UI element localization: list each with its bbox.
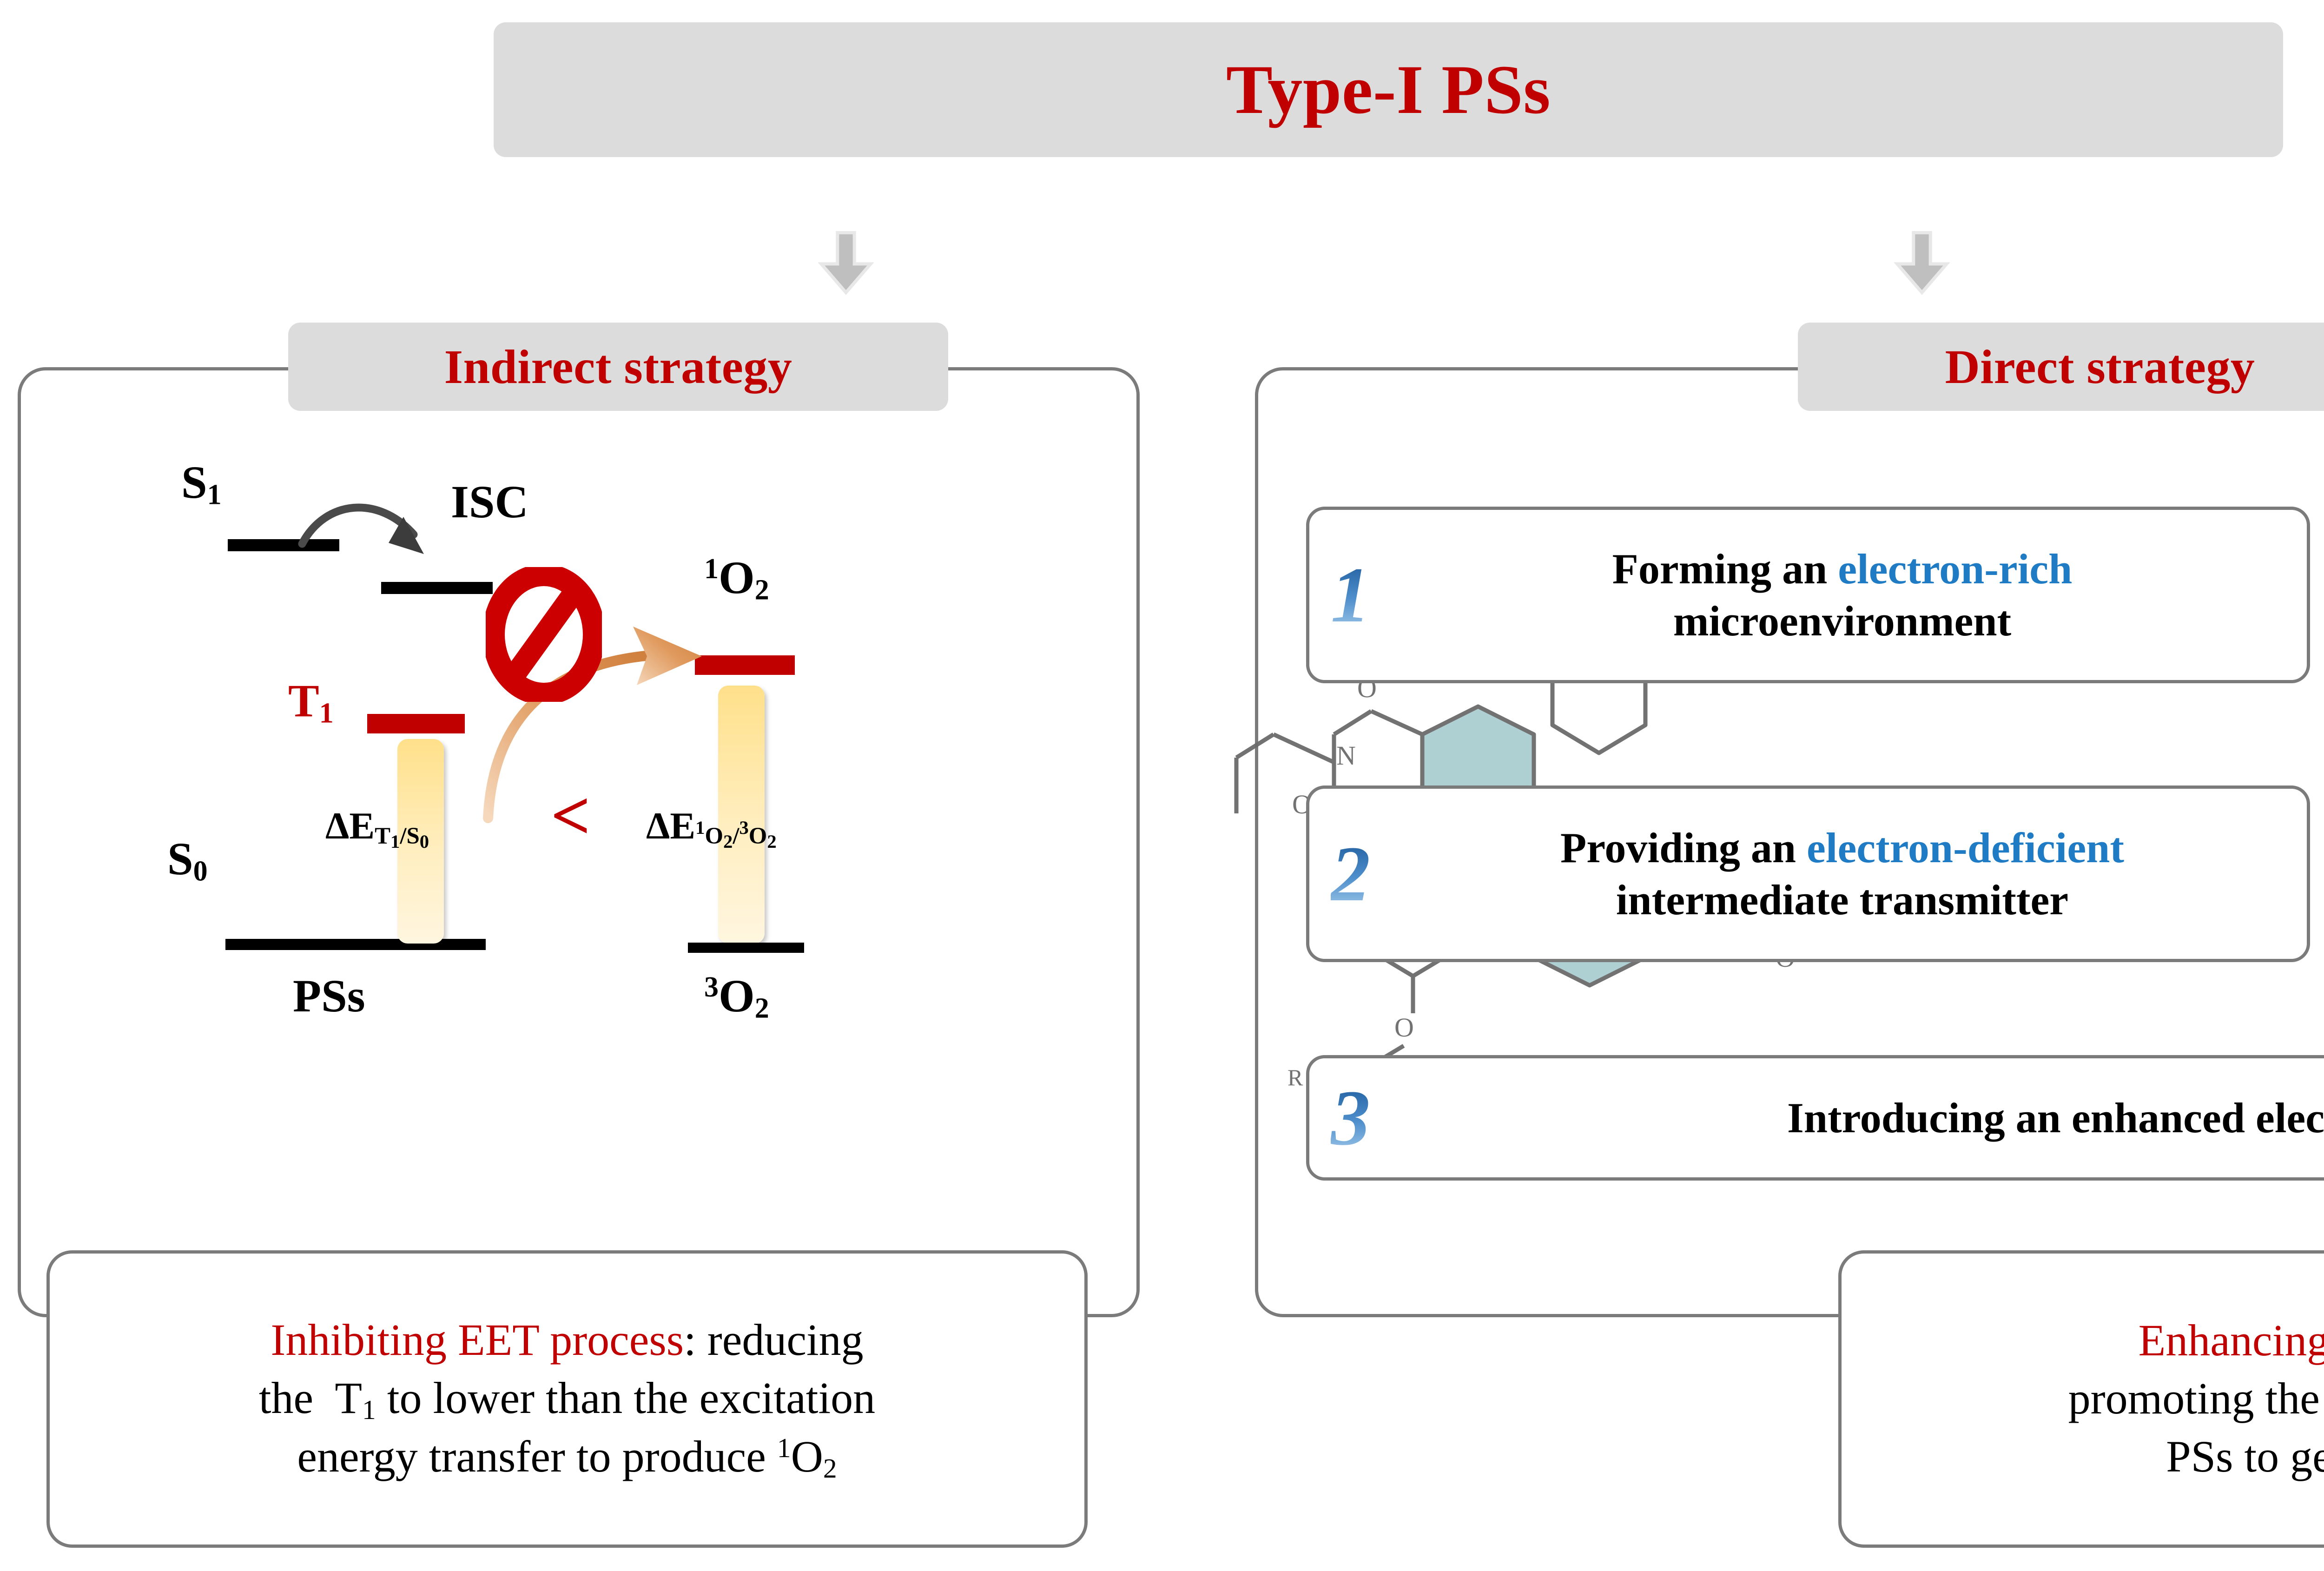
indirect-strategy-header: Indirect strategy [288,323,948,411]
page-title-banner: Type-I PSs [494,22,2283,157]
direct-strategy-caption: Enhancing ET process: promoting the ET e… [1838,1250,2324,1548]
item-2-highlight: electron-deficient [1807,824,2124,871]
indirect-caption-l2a: the T1 to lower than the excitation [258,1373,876,1426]
indirect-caption-l1: : reducing [684,1315,864,1365]
direct-item-1[interactable]: 1 Forming an electron-rich microenvironm… [1306,507,2310,683]
direct-caption-emphasis: Enhancing ET process: [2138,1315,2324,1365]
comparator-less-than: < [551,777,591,854]
direct-caption-text: Enhancing ET process: promoting the ET e… [2068,1312,2324,1486]
item-2-line2: intermediate transmitter [1616,876,2069,924]
level-line-singlet-oxygen [695,655,795,675]
item-1-line2: microenvironment [1673,597,2012,645]
eet-curved-arrow-icon [460,586,748,827]
down-arrow-icon-right [1887,230,1957,295]
direct-caption-l2: promoting the ET efficiency of [2068,1373,2324,1423]
svg-text:O: O [1394,1012,1414,1043]
level-label-singlet-oxygen: 1O2 [704,552,769,606]
energy-gap-bar-oxygen [718,686,765,944]
item-number-2: 2 [1331,830,1370,918]
level-label-t1: T1 [288,675,334,729]
item-text-2: Providing an electron-deficient intermed… [1378,822,2307,926]
direct-strategy-header: Direct strategy [1798,323,2324,411]
direct-strategy-panel [1255,367,2324,1317]
energy-gap-label-oxygen: ΔE1O2/3O2 [646,805,777,852]
indirect-caption-l3: energy transfer to produce 1O2 [297,1432,837,1484]
svg-text:R: R [1287,1064,1303,1090]
axis-label-pss: PSs [293,970,365,1022]
indirect-strategy-caption: Inhibiting EET process: reducing the T1 … [46,1250,1088,1548]
indirect-caption-emphasis: Inhibiting EET process [271,1315,684,1365]
axis-label-triplet-oxygen: 3O2 [704,970,769,1024]
isc-label: ISC [451,476,528,528]
item-number-3: 3 [1331,1074,1370,1162]
item-1-highlight: electron-rich [1838,545,2073,593]
level-label-s0: S0 [167,833,208,887]
direct-item-2[interactable]: 2 Providing an electron-deficient interm… [1306,786,2310,962]
energy-gap-label-t1-s0: ΔET1/S0 [325,805,429,852]
level-line-t1 [367,714,465,733]
direct-item-3[interactable]: 3 Introducing an enhanced electron trans… [1306,1055,2324,1181]
item-number-1: 1 [1331,551,1370,639]
indirect-strategy-label: Indirect strategy [444,340,792,394]
direct-strategy-label: Direct strategy [1945,340,2255,394]
direct-caption-l3: PSs to generate O2•− [2166,1431,2324,1481]
item-text-3: Introducing an enhanced electron transfe… [1787,1094,2324,1142]
jablonski-energy-diagram: S1 ISC T1 S0 ΔET1/S0 < 1O2 ΔE1O2/3O2 [28,432,1125,1213]
indirect-caption-text: Inhibiting EET process: reducing the T1 … [259,1311,875,1487]
level-line-s1 [228,539,339,551]
level-line-triplet-oxygen [688,943,804,953]
item-1-part-a: Forming an [1612,545,1838,593]
level-line-isc [381,582,493,594]
item-2-part-a: Providing an [1560,824,1807,871]
prohibition-icon [486,567,602,702]
item-text-1: Forming an electron-rich microenvironmen… [1378,543,2307,647]
isc-curved-arrow-icon [297,483,451,572]
down-arrow-icon-left [811,230,881,295]
level-line-s0 [225,939,486,950]
page-title: Type-I PSs [1226,51,1551,128]
level-label-s1: S1 [181,456,222,511]
svg-text:N: N [1336,740,1356,771]
energy-gap-bar-t1-s0 [397,739,444,944]
